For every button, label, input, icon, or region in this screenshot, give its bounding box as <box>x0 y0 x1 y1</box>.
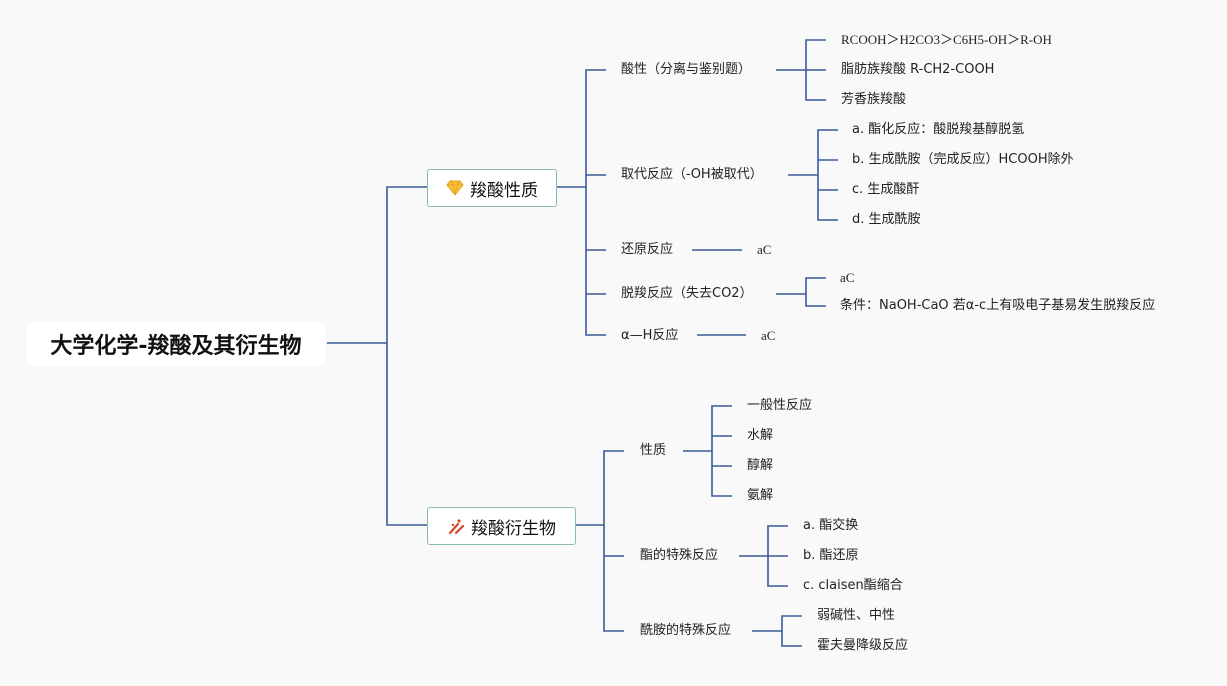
node-acidity-order[interactable]: RCOOH＞H2CO3＞C6H5-OH＞R-OH <box>841 32 1052 47</box>
node-alpha-h[interactable]: α—H反应 <box>621 328 679 343</box>
node-aliphatic-acid[interactable]: 脂肪族羧酸 R-CH2-COOH <box>841 62 995 77</box>
node-decarboxylation-detail[interactable]: aC <box>840 270 855 285</box>
node-transesterification[interactable]: a. 酯交换 <box>803 518 859 533</box>
node-ester-reactions[interactable]: 酯的特殊反应 <box>640 548 719 563</box>
topic-carboxylic-acid-derivatives[interactable]: 羧酸衍生物 <box>427 507 576 545</box>
node-substitution[interactable]: 取代反应（-OH被取代） <box>621 167 763 182</box>
node-alpha-h-detail[interactable]: aC <box>761 328 776 343</box>
node-claisen-condensation[interactable]: c. claisen酯缩合 <box>803 578 903 593</box>
node-hydrolysis[interactable]: 水解 <box>747 428 774 443</box>
node-aromatic-acid[interactable]: 芳香族羧酸 <box>841 92 907 107</box>
node-reduction-detail[interactable]: aC <box>757 242 772 257</box>
node-aminolysis[interactable]: 氨解 <box>747 488 774 503</box>
node-weak-basicity[interactable]: 弱碱性、中性 <box>817 608 896 623</box>
topic-label: 羧酸性质 <box>470 180 538 201</box>
root-node[interactable]: 大学化学-羧酸及其衍生物 <box>27 322 325 366</box>
node-acidity[interactable]: 酸性（分离与鉴别题） <box>621 62 752 77</box>
root-title: 大学化学-羧酸及其衍生物 <box>50 334 302 359</box>
node-amide-formation[interactable]: b. 生成酰胺（完成反应）HCOOH除外 <box>852 152 1074 167</box>
node-general-reaction[interactable]: 一般性反应 <box>747 398 813 413</box>
node-ester-reduction[interactable]: b. 酯还原 <box>803 548 859 563</box>
gem-icon <box>446 180 464 196</box>
node-esterification[interactable]: a. 酯化反应：酸脱羧基醇脱氢 <box>852 122 1025 137</box>
node-reduction[interactable]: 还原反应 <box>621 242 674 257</box>
node-hofmann-degradation[interactable]: 霍夫曼降级反应 <box>817 638 909 653</box>
node-anhydride[interactable]: c. 生成酸酐 <box>852 182 920 197</box>
node-amide[interactable]: d. 生成酰胺 <box>852 212 921 227</box>
topic-carboxylic-acid-properties[interactable]: 羧酸性质 <box>427 169 557 207</box>
node-decarboxylation-condition[interactable]: 条件：NaOH-CaO 若α-c上有吸电子基易发生脱羧反应 <box>840 298 1156 313</box>
lab-tools-icon <box>447 517 465 535</box>
node-amide-reactions[interactable]: 酰胺的特殊反应 <box>640 623 732 638</box>
node-alcoholysis[interactable]: 醇解 <box>747 458 774 473</box>
node-decarboxylation[interactable]: 脱羧反应（失去CO2） <box>621 286 753 301</box>
node-properties[interactable]: 性质 <box>640 443 667 458</box>
topic-label: 羧酸衍生物 <box>471 518 556 539</box>
